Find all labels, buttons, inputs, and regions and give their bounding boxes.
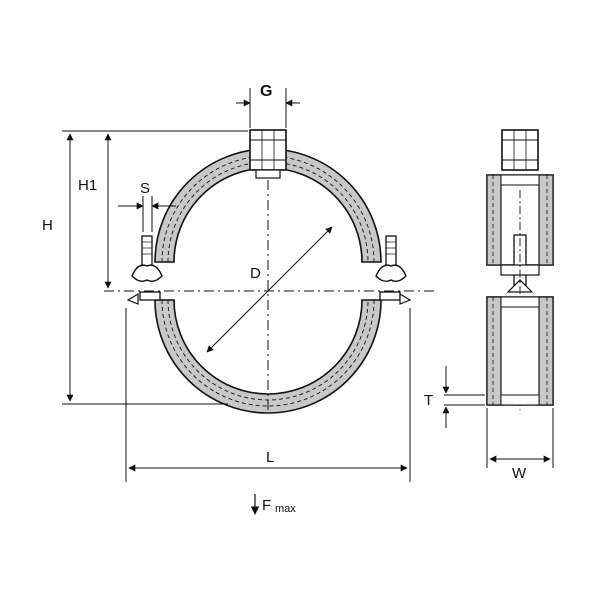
label-F: F [262, 497, 271, 514]
label-L: L [266, 449, 274, 466]
front-view: D [104, 129, 434, 414]
dimension-W: W [486, 408, 554, 482]
right-bolt [375, 235, 412, 305]
label-S: S [140, 180, 150, 197]
label-D: D [250, 265, 261, 282]
label-W: W [512, 465, 527, 482]
label-F-sub: max [275, 503, 296, 515]
label-H: H [42, 217, 53, 234]
left-bolt [126, 235, 163, 305]
lower-clamp-half [154, 299, 382, 414]
dimension-H1: H1 [78, 133, 112, 289]
dimension-S: S [118, 180, 176, 232]
dimension-H: H [42, 130, 248, 405]
dimension-T: T [424, 366, 485, 428]
label-T: T [424, 392, 433, 409]
dimension-G: G [236, 83, 300, 128]
label-G: G [260, 83, 272, 100]
diameter-dimension: D [206, 226, 333, 353]
side-view [486, 129, 554, 410]
hex-nut [249, 129, 287, 179]
dimension-L: L [125, 308, 411, 482]
label-H1: H1 [78, 177, 97, 194]
force-Fmax: F max [250, 494, 296, 515]
